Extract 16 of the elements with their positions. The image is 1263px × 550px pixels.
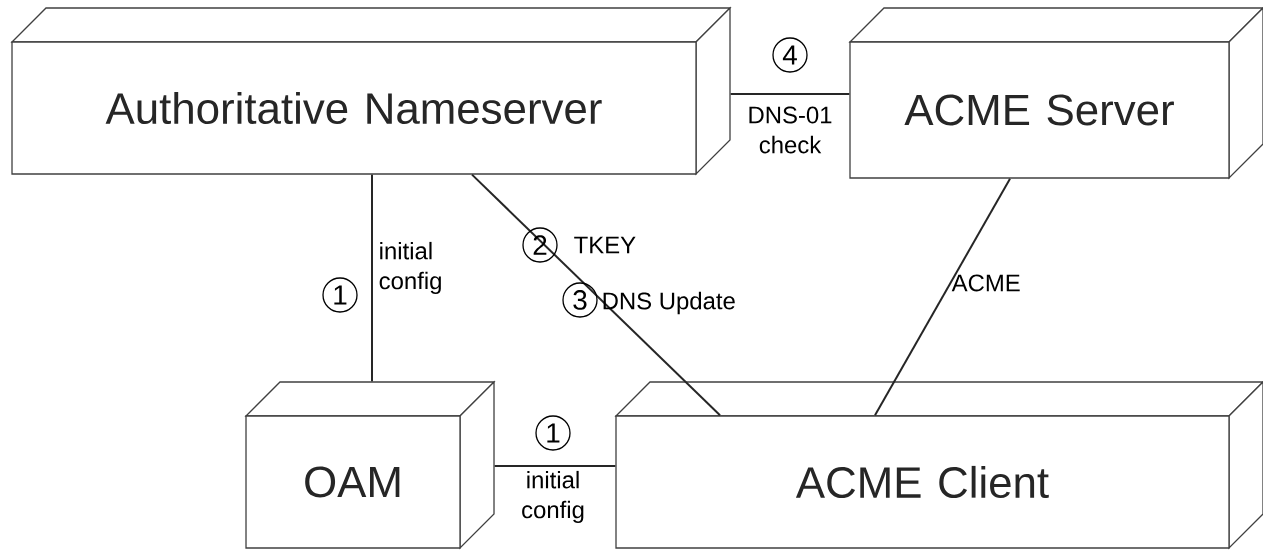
step-number: 3: [562, 282, 598, 318]
edge-label: TKEY: [574, 236, 636, 254]
step-number: 4: [772, 37, 808, 73]
connector-line: [471, 173, 721, 417]
step-number: 1: [535, 415, 571, 451]
step-label: DNS Update: [603, 291, 735, 315]
edge-label: initial config: [522, 470, 584, 524]
edge-label: DNS-01 check: [749, 106, 832, 154]
connector-line: [493, 465, 617, 467]
edge-label: ACME: [951, 274, 1020, 292]
connector-line: [371, 173, 373, 383]
connector-line: [874, 177, 1011, 417]
step-number: 2: [522, 227, 558, 263]
step-number: 1: [322, 277, 358, 313]
edge-label: initial config: [379, 241, 441, 295]
connector-line: [729, 93, 851, 95]
